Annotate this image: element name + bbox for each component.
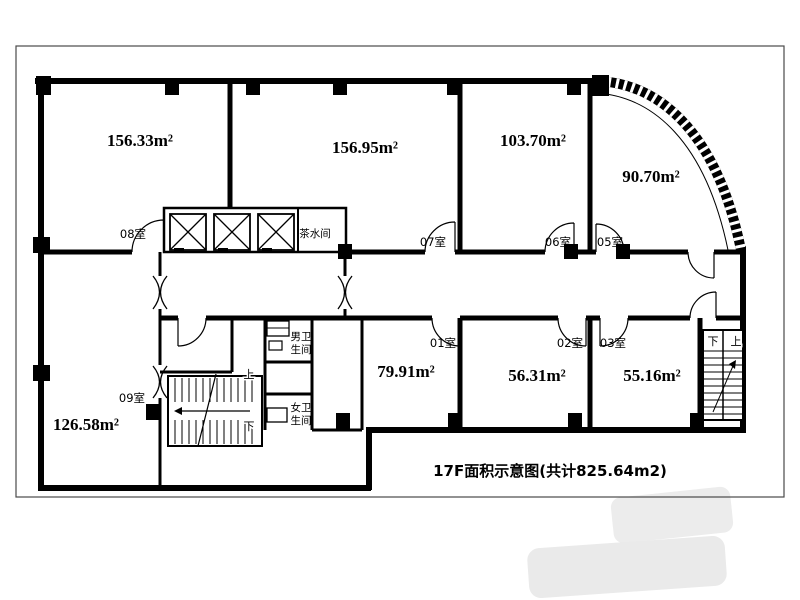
room-area-label: 156.95m² bbox=[332, 138, 398, 157]
room-number-label: 09室 bbox=[119, 391, 145, 405]
stair-up-label: 上 bbox=[731, 335, 742, 348]
column bbox=[33, 365, 50, 381]
room-area-label: 103.70m² bbox=[500, 131, 566, 150]
stair-direction-line bbox=[712, 365, 734, 413]
stair-up-label: 上 bbox=[244, 368, 255, 381]
column bbox=[333, 78, 347, 95]
elevator-bank-outline bbox=[162, 206, 348, 254]
tea-room-label: 茶水间 bbox=[299, 227, 331, 240]
column bbox=[338, 244, 352, 259]
stair-arrow-icon bbox=[174, 407, 182, 415]
elevator-bank bbox=[162, 206, 348, 254]
room-number-label: 07室 bbox=[420, 235, 446, 249]
column bbox=[146, 404, 160, 420]
room-number-label: 06室 bbox=[545, 235, 571, 249]
left-stair-treads bbox=[174, 378, 253, 444]
room-area-label: 156.33m² bbox=[107, 131, 173, 150]
column bbox=[568, 413, 582, 430]
stair-break-line bbox=[197, 373, 217, 447]
left-stair-icon bbox=[167, 373, 263, 447]
column bbox=[690, 413, 704, 430]
column bbox=[448, 413, 462, 430]
watermark-shape bbox=[527, 535, 727, 599]
room-number-label: 08室 bbox=[120, 227, 146, 241]
mens-restroom-label: 生间 bbox=[291, 343, 312, 356]
interior-walls bbox=[38, 78, 743, 430]
womens-restroom-label: 生间 bbox=[291, 414, 312, 427]
room-area-label: 56.31m² bbox=[508, 366, 566, 385]
room-area-label: 55.16m² bbox=[623, 366, 681, 385]
structural-columns bbox=[33, 75, 704, 430]
column bbox=[592, 75, 609, 96]
stair-down-label: 下 bbox=[244, 420, 255, 433]
elevator-cell-icon bbox=[169, 213, 207, 251]
drawing-caption: 17F面积示意图(共计825.64m2) bbox=[433, 462, 667, 480]
mens-restroom-label: 男卫 bbox=[291, 331, 312, 343]
double-door-icon bbox=[152, 275, 353, 399]
column bbox=[336, 413, 350, 430]
partition-walls bbox=[158, 252, 364, 488]
exterior-walls bbox=[35, 78, 746, 491]
column bbox=[564, 244, 578, 259]
right-stair-icon bbox=[702, 329, 744, 421]
column bbox=[567, 78, 581, 95]
room-number-label: 05室 bbox=[597, 235, 623, 249]
watermark-shape bbox=[610, 486, 734, 544]
room-area-label: 126.58m² bbox=[53, 415, 119, 434]
stair-arrow-icon bbox=[729, 360, 736, 369]
column bbox=[616, 244, 630, 259]
womens-restroom-label: 女卫 bbox=[291, 401, 312, 414]
room-number-label: 03室 bbox=[600, 336, 626, 350]
toilet-icon bbox=[268, 340, 283, 351]
watermark bbox=[527, 486, 734, 599]
column bbox=[165, 78, 179, 95]
door-swings bbox=[131, 219, 717, 347]
column bbox=[246, 78, 260, 95]
elevator-cell-icon bbox=[257, 213, 295, 251]
restroom-fixtures bbox=[266, 320, 290, 423]
room-area-label: 79.91m² bbox=[377, 362, 435, 381]
column bbox=[36, 76, 51, 95]
column bbox=[33, 237, 50, 253]
room-area-label: 90.70m² bbox=[622, 167, 680, 186]
column bbox=[447, 78, 461, 95]
room-number-label: 01室 bbox=[430, 336, 456, 350]
elevator-cell-icon bbox=[213, 213, 251, 251]
elevator-x-icon bbox=[169, 213, 295, 251]
sheet-border bbox=[15, 45, 785, 498]
toilet-icon bbox=[266, 407, 288, 423]
stair-down-label: 下 bbox=[708, 335, 719, 348]
room-number-label: 02室 bbox=[557, 336, 583, 350]
curtain-wall-arc bbox=[596, 76, 746, 251]
